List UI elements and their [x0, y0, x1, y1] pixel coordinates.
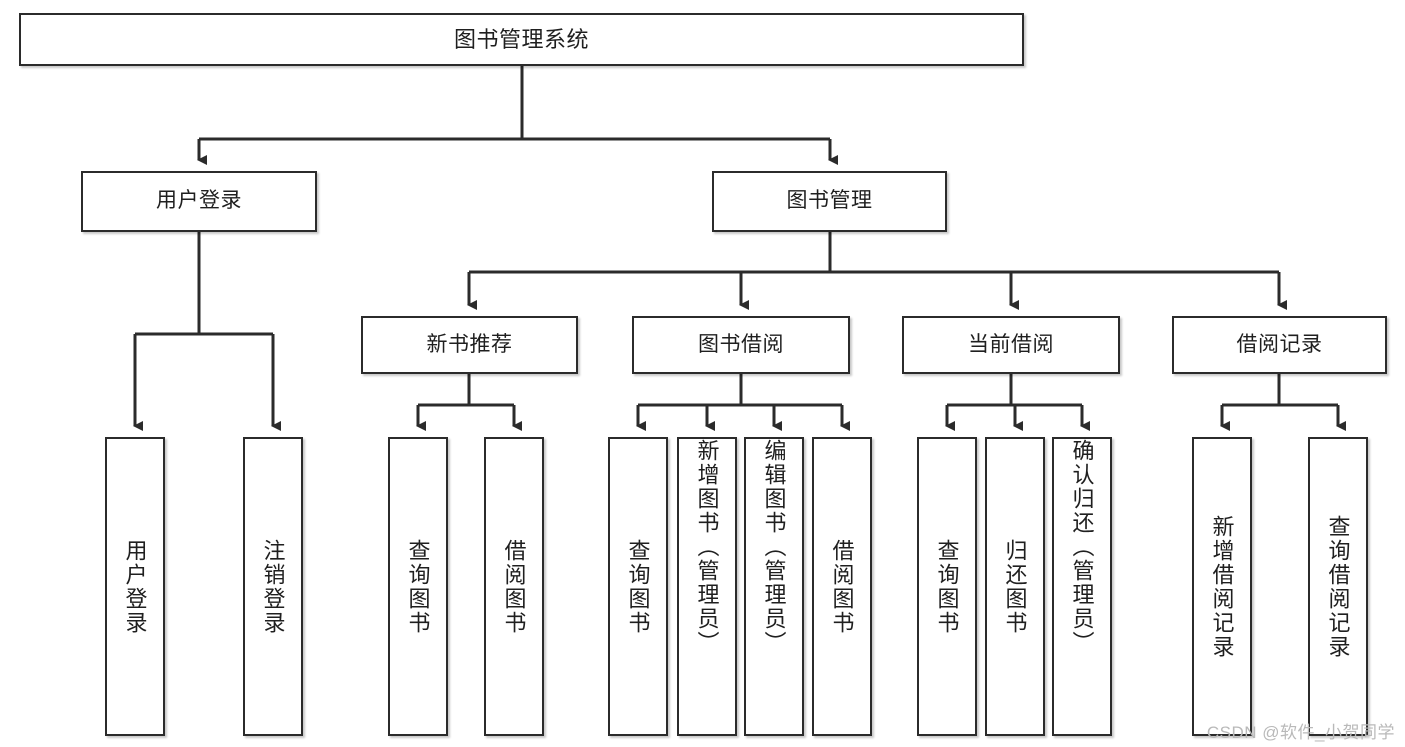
node-leaf-borrow-book-rec-label: 借阅图书 — [501, 538, 527, 635]
node-root-label: 图书管理系统 — [453, 26, 589, 52]
node-leaf-add-book-admin[interactable]: 新增图书（管理员） — [677, 437, 737, 736]
node-book-borrow[interactable]: 图书借阅 — [632, 316, 850, 374]
node-book-management[interactable]: 图书管理 — [712, 171, 947, 232]
node-leaf-edit-book-admin[interactable]: 编辑图书（管理员） — [744, 437, 804, 736]
node-book-borrow-label: 图书借阅 — [698, 332, 784, 356]
node-root[interactable]: 图书管理系统 — [19, 13, 1024, 66]
node-current-borrow[interactable]: 当前借阅 — [902, 316, 1120, 374]
node-leaf-query-borrow-record-label: 查询借阅记录 — [1325, 514, 1351, 659]
node-borrow-records-label: 借阅记录 — [1236, 332, 1323, 356]
node-leaf-borrow-book-label: 借阅图书 — [829, 538, 855, 635]
node-leaf-add-book-admin-label: 新增图书（管理员） — [694, 439, 720, 655]
node-leaf-edit-book-admin-label: 编辑图书（管理员） — [761, 439, 787, 655]
node-user-login-label: 用户登录 — [156, 189, 242, 213]
node-leaf-confirm-return-admin[interactable]: 确认归还（管理员） — [1052, 437, 1112, 736]
node-leaf-query-book-current[interactable]: 查询图书 — [917, 437, 977, 736]
node-leaf-logout[interactable]: 注销登录 — [243, 437, 303, 736]
node-borrow-records[interactable]: 借阅记录 — [1172, 316, 1387, 374]
node-leaf-query-book-borrow-label: 查询图书 — [625, 538, 651, 635]
node-leaf-logout-label: 注销登录 — [260, 538, 286, 635]
node-leaf-borrow-book[interactable]: 借阅图书 — [812, 437, 872, 736]
node-book-management-label: 图书管理 — [786, 189, 873, 213]
node-new-book-recommend[interactable]: 新书推荐 — [361, 316, 578, 374]
node-leaf-add-borrow-record[interactable]: 新增借阅记录 — [1192, 437, 1252, 736]
node-leaf-query-book-rec[interactable]: 查询图书 — [388, 437, 448, 736]
csdn-watermark: CSDN @软件_小贺同学 — [1206, 723, 1395, 742]
node-new-book-recommend-label: 新书推荐 — [426, 332, 513, 356]
node-leaf-user-login[interactable]: 用户登录 — [105, 437, 165, 736]
node-leaf-user-login-label: 用户登录 — [122, 538, 148, 635]
node-leaf-confirm-return-admin-label: 确认归还（管理员） — [1069, 439, 1095, 655]
node-leaf-query-book-current-label: 查询图书 — [934, 538, 960, 635]
node-leaf-query-borrow-record[interactable]: 查询借阅记录 — [1308, 437, 1368, 736]
node-current-borrow-label: 当前借阅 — [968, 332, 1054, 356]
node-leaf-borrow-book-rec[interactable]: 借阅图书 — [484, 437, 544, 736]
node-leaf-return-book[interactable]: 归还图书 — [985, 437, 1045, 736]
node-leaf-return-book-label: 归还图书 — [1002, 538, 1028, 635]
node-leaf-query-book-rec-label: 查询图书 — [405, 538, 431, 635]
node-leaf-add-borrow-record-label: 新增借阅记录 — [1209, 514, 1235, 659]
node-leaf-query-book-borrow[interactable]: 查询图书 — [608, 437, 668, 736]
node-user-login[interactable]: 用户登录 — [81, 171, 317, 232]
